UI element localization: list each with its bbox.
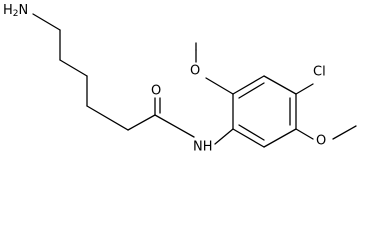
bond-ring-o-top [205, 77, 234, 95]
bond-ring-o-bottom [295, 128, 314, 140]
ring-double-3 [238, 124, 265, 141]
amine-label: H2N [3, 3, 28, 20]
bond-c5-c6 [127, 114, 156, 131]
ring-bond-2 [232, 75, 265, 95]
molecule-diagram: H2N O NH O Cl O [3, 3, 357, 155]
bond-ring-cl [295, 83, 314, 95]
bond-nh-aryl [214, 128, 234, 145]
ring-bond-5 [263, 128, 297, 148]
ring-bond-3 [263, 75, 297, 95]
bond-o-ch3-bottom [332, 125, 357, 140]
bond-c2-c3 [59, 59, 88, 77]
ring-bond-6 [232, 128, 265, 148]
amine-subscript: 2 [13, 9, 19, 19]
bond-n-c1 [32, 13, 61, 31]
ring-double-1 [238, 82, 265, 99]
chlorine-label: Cl [313, 65, 326, 80]
carbonyl-oxygen-label: O [151, 84, 161, 99]
methoxy-oxygen-bottom-label: O [316, 134, 326, 149]
methoxy-oxygen-top-label: O [190, 64, 200, 79]
structure-svg: H2N O NH O Cl O [3, 3, 357, 155]
amide-nh-label: NH [193, 140, 213, 155]
amine-h: H [3, 3, 13, 18]
amine-n: N [19, 3, 29, 18]
bond-c4-c5 [86, 105, 129, 131]
bond-c-nh [154, 114, 195, 138]
